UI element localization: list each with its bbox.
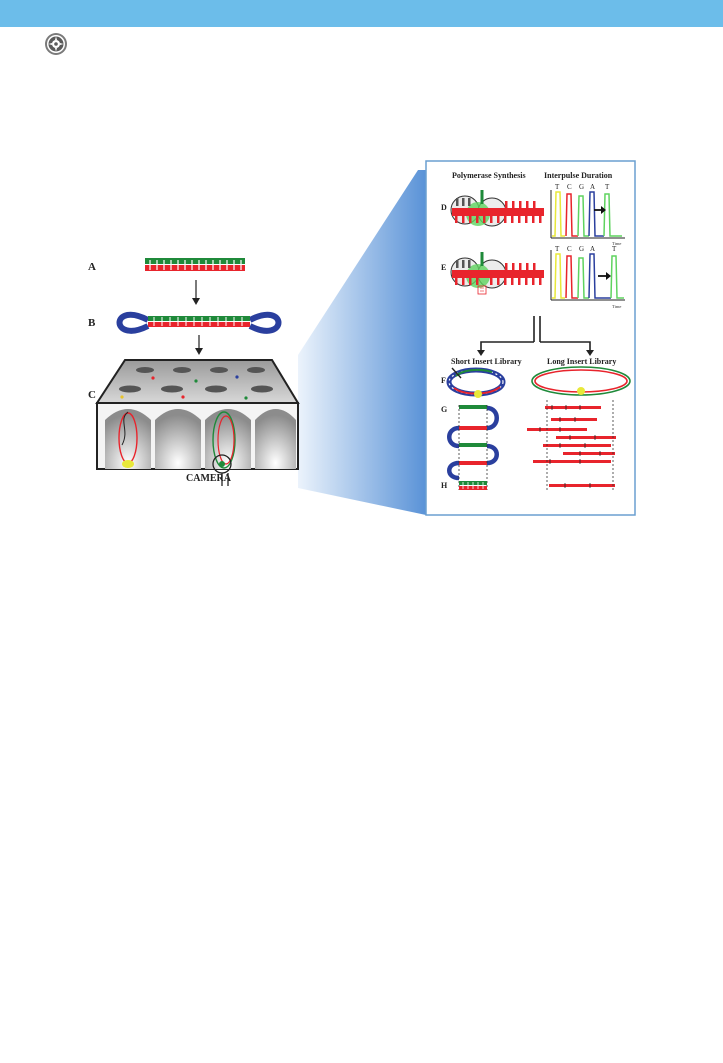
- base-d-3: G: [579, 183, 584, 191]
- base-e-1: T: [555, 245, 560, 253]
- panel-b-smrtbell: [116, 311, 282, 334]
- trace-d: [550, 190, 625, 239]
- panel-a-dna: [145, 258, 245, 271]
- base-d-1: T: [555, 183, 560, 191]
- label-e: E: [441, 263, 446, 272]
- panel-e-polymerase: [450, 252, 544, 295]
- library-split-arrows: [480, 316, 591, 352]
- interpulse-title: Interpulse Duration: [544, 171, 613, 180]
- panel-h-consensus: [459, 481, 487, 490]
- seal-logo-icon: [45, 33, 67, 55]
- time-label-e: Time: [612, 304, 621, 309]
- time-label-d: Time: [612, 241, 621, 246]
- camera-label: CAMERA: [186, 473, 232, 484]
- label-g: G: [441, 405, 447, 414]
- top-bar: [0, 0, 723, 27]
- base-e-5: T: [612, 245, 617, 253]
- base-d-2: C: [567, 183, 572, 191]
- label-b: B: [88, 317, 96, 329]
- panel-c-chip: [95, 359, 300, 486]
- base-e-3: G: [579, 245, 584, 253]
- long-insert-label: Long Insert Library: [547, 357, 616, 366]
- panel-g-long-reads: [527, 400, 616, 490]
- base-e-4: A: [590, 245, 595, 253]
- panel-g-short-reads: [447, 405, 499, 490]
- base-d-5: T: [605, 183, 610, 191]
- label-h: H: [441, 481, 448, 490]
- base-e-2: C: [567, 245, 572, 253]
- short-insert-label: Short Insert Library: [451, 357, 522, 366]
- label-f: F: [441, 376, 446, 385]
- panel-f-circles: [446, 366, 631, 398]
- panel-d-polymerase: [450, 190, 544, 227]
- trace-e: [550, 250, 625, 301]
- base-d-4: A: [590, 183, 595, 191]
- label-a: A: [88, 261, 96, 273]
- polymerase-title: Polymerase Synthesis: [452, 171, 526, 180]
- label-c: C: [88, 389, 96, 401]
- label-d: D: [441, 203, 447, 212]
- zoom-wedge: [298, 170, 426, 515]
